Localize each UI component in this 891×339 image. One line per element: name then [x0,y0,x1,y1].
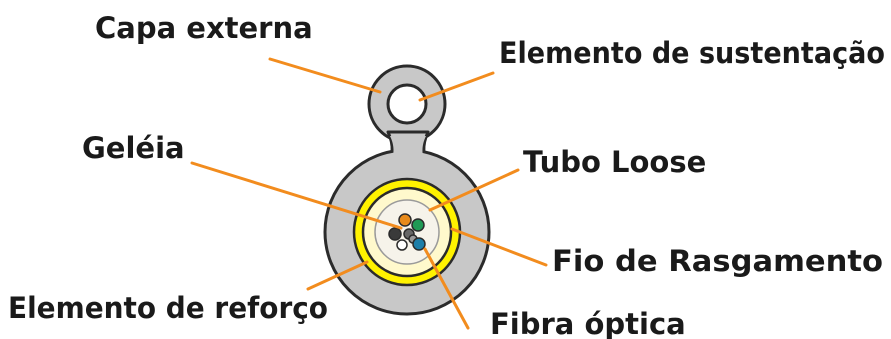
leader-geleia [190,161,403,230]
optical-fibers [388,213,426,251]
label-geleia: Geléia [82,131,185,165]
labels: Capa externa Elemento de sustentação Gel… [8,11,885,339]
leader-tubo-loose [428,168,520,212]
leader-elemento-reforco [306,260,369,291]
fiber-black [388,227,402,241]
label-fio-rasgamento: Fio de Rasgamento [552,244,883,278]
label-elemento-sustentacao: Elemento de sustentação [499,36,885,70]
label-capa-externa: Capa externa [95,11,313,45]
leader-sustentacao [418,71,495,102]
support-element [386,83,428,125]
leader-fio-rasgamento [450,227,548,267]
label-tubo-loose: Tubo Loose [523,145,706,179]
leader-lines [190,57,548,330]
fiber-light [396,239,408,251]
fiber-blue [412,237,426,251]
label-elemento-reforco: Elemento de reforço [8,291,328,325]
label-fibra-optica: Fibra óptica [490,307,686,339]
leader-fibra-optica [423,247,470,330]
fiber-orange [398,213,412,227]
leader-capa-externa [268,57,382,94]
cable-cross-section [323,64,491,316]
fiber-green [411,218,425,232]
